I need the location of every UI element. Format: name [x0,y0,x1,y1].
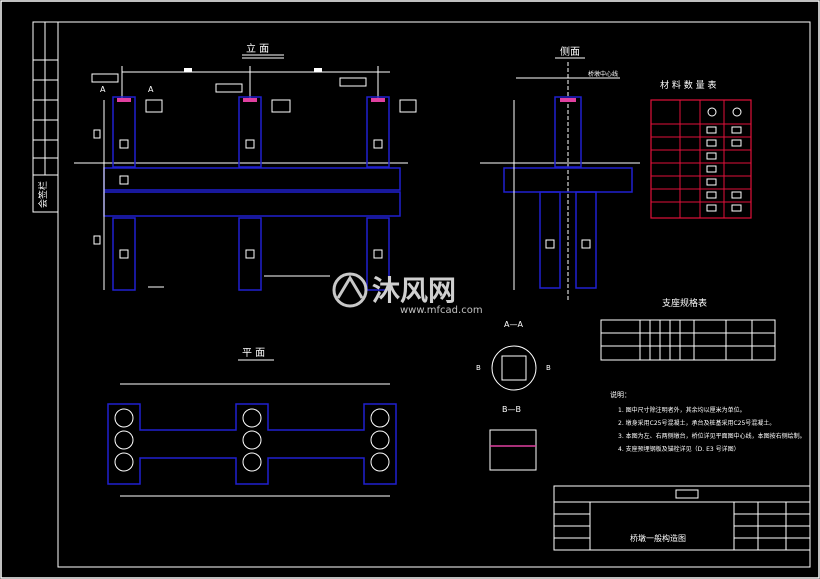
watermark-logo-icon [332,272,368,308]
inner-frame [57,21,811,568]
pier-middle [215,83,291,291]
bearing-table-title: 支座规格表 [662,297,707,309]
note-line-2: 2. 墩身采用C25号混凝土，承台及桩基采用C25号混凝土。 [618,419,775,427]
side-view: 侧面 桥墩中心线 [480,45,640,300]
material-table-title: 材 料 数 量 表 [660,79,716,91]
notes-heading: 说明： [610,390,631,399]
watermark-url: www.mfcad.com [400,305,483,316]
sidebar-label: 会签栏 [37,181,49,208]
side-view-title: 侧面 [560,45,580,58]
section-marker-a-left: A [100,85,106,94]
section-marker-b-left: B [476,364,481,372]
section-bb-title: B—B [502,405,521,414]
note-line-4: 4. 支座预埋钢板及锚栓详见（D. E3 号详图） [618,445,740,453]
signoff-sidebar: 会签栏 [32,21,59,213]
bearing-table: 支座规格表 [600,297,776,361]
pier-left [91,73,163,291]
pier-centerline-note: 桥墩中心线 [588,70,618,78]
tie-beam-lower [103,191,401,217]
watermark: 沐风网 www.mfcad.com [332,272,483,316]
plan-footprint [107,403,397,485]
section-marker-a-right: A [148,85,154,94]
section-aa-title: A—A [504,320,523,329]
elevation-title: 立 面 [246,42,269,55]
drawing-name: 桥墩一般构造图 [630,533,686,543]
material-table: 材 料 数 量 表 [650,79,752,219]
title-block: 桥墩一般构造图 [553,485,811,551]
plan-view: 平 面 [107,348,397,497]
section-marker-b-right: B [546,364,551,372]
section-aa: A—A B B [476,320,551,391]
watermark-brand: 沐风网 [372,274,456,307]
note-line-3: 3. 本图为左、右两侧墩台，桥位详见平面图中心线，本图按右侧绘制。 [618,432,806,440]
pier-right [339,77,417,291]
tie-beam-upper [103,167,401,191]
elevation-view: 立 面 A A [74,42,417,291]
notes-block: 说明： 1. 图中尺寸除注明者外，其余均以厘米为单位。 2. 墩身采用C25号混… [610,390,806,453]
plan-title: 平 面 [242,348,265,359]
section-bb: B—B [489,405,537,471]
note-line-1: 1. 图中尺寸除注明者外，其余均以厘米为单位。 [618,406,746,414]
